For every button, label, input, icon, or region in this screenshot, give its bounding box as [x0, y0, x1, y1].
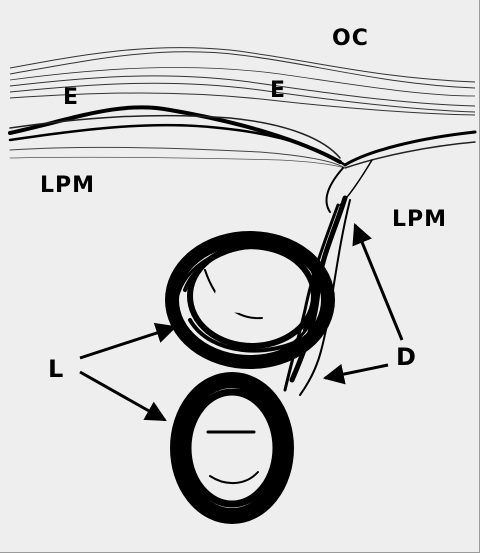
arrow-d-lower [325, 365, 388, 378]
upper-loop [169, 238, 328, 369]
arrow-l-lower [80, 372, 165, 420]
label-lpm-right: LPM [392, 207, 447, 232]
label-l: L [48, 355, 64, 383]
label-e-right: E [270, 78, 286, 103]
label-d: D [396, 343, 417, 371]
arrow-l-upper [80, 327, 175, 358]
label-e-left: E [63, 85, 79, 110]
lower-loop [178, 380, 290, 519]
arrow-d-upper [355, 225, 402, 340]
label-oc: OC [332, 26, 369, 51]
label-lpm-left: LPM [40, 173, 95, 198]
lamina-band [10, 107, 475, 168]
epithelium-fibers [10, 48, 475, 115]
